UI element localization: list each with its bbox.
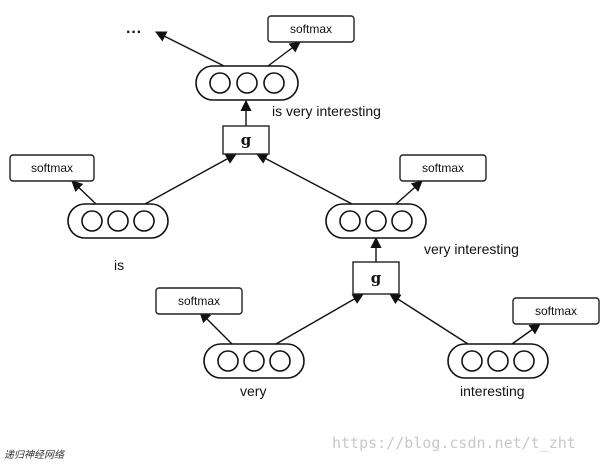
vector-node-very-interesting [325,203,427,239]
edge-interesting-to-softmax [511,323,541,345]
edge-very-interesting-to-softmax [395,180,423,205]
softmax-label: softmax [290,22,332,36]
softmax-box-very-interesting: softmax [399,154,487,182]
g-box-low: g [352,261,400,295]
vector-node-interesting [447,343,549,379]
edge-top-to-softmax [267,41,301,67]
softmax-label: softmax [178,294,220,308]
edge-is-to-softmax [71,180,97,205]
softmax-box-top: softmax [267,15,355,43]
edge-is-to-g-top [144,153,237,205]
edges [71,31,541,345]
softmax-label: softmax [535,304,577,318]
g-label: g [241,131,252,149]
softmax-box-interesting: softmax [512,297,600,325]
label-is: is [114,257,124,273]
label-interesting: interesting [460,383,525,399]
caption-text: 递归神经网络 [4,450,64,461]
edge-very-interesting-to-g-top [256,153,353,205]
softmax-label: softmax [31,161,73,175]
g-label: g [371,269,382,287]
softmax-box-is: softmax [9,154,95,182]
vector-node-is [67,203,169,239]
edge-very-to-softmax [199,311,233,345]
ellipsis-label: ··· [126,24,142,41]
edge-top-to-ellipsis [154,31,225,67]
vector-node-top [195,65,299,101]
softmax-box-very: softmax [155,287,243,315]
vector-node-very [203,343,305,379]
edge-interesting-to-g-low [389,293,469,345]
label-very: very [240,383,266,399]
g-box-top: g [222,125,270,155]
edge-very-to-g-low [275,293,364,345]
watermark-url: https://blog.csdn.net/t_zht [332,434,576,452]
label-very-interesting: very interesting [424,241,519,257]
softmax-label: softmax [422,161,464,175]
label-is-very-interesting: is very interesting [272,103,381,119]
